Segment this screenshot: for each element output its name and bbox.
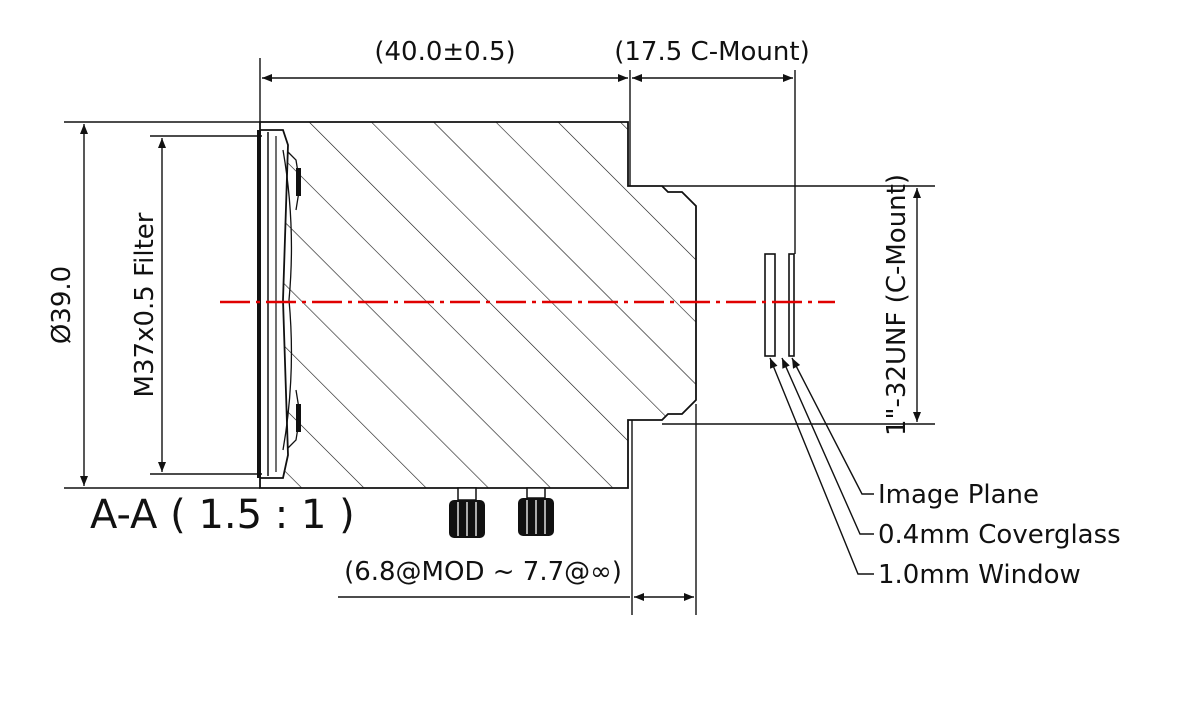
coverglass-plate bbox=[788, 253, 795, 357]
dim-body-length-label: (40.0±0.5) bbox=[374, 37, 515, 67]
lens-body-section bbox=[259, 121, 697, 489]
dim-filter-thread bbox=[150, 135, 262, 475]
callout-window: 1.0mm Window bbox=[878, 560, 1081, 590]
locking-screw-2 bbox=[518, 487, 554, 536]
dim-flange-distance-label: (17.5 C-Mount) bbox=[614, 37, 809, 67]
front-element bbox=[257, 130, 301, 478]
window-plate bbox=[764, 253, 776, 357]
dim-filter-thread-label: M37x0.5 Filter bbox=[130, 212, 160, 397]
dim-body-length bbox=[259, 58, 631, 186]
dim-flange-distance bbox=[632, 70, 796, 254]
dim-outer-diameter bbox=[64, 121, 260, 489]
callout-coverglass: 0.4mm Coverglass bbox=[878, 520, 1121, 550]
callout-leaders bbox=[769, 357, 874, 575]
dim-mount-thread bbox=[662, 185, 935, 425]
dim-back-focus-label: (6.8@MOD ~ 7.7@∞) bbox=[344, 557, 622, 587]
dim-mount-thread-label: 1"-32UNF (C-Mount) bbox=[882, 174, 912, 436]
dim-back-focus bbox=[338, 404, 697, 615]
section-label: A-A ( 1.5 : 1 ) bbox=[90, 492, 355, 538]
dim-outer-diameter-label: Ø39.0 bbox=[47, 266, 77, 344]
locking-screw-1 bbox=[449, 487, 485, 538]
callout-image-plane: Image Plane bbox=[878, 480, 1039, 510]
